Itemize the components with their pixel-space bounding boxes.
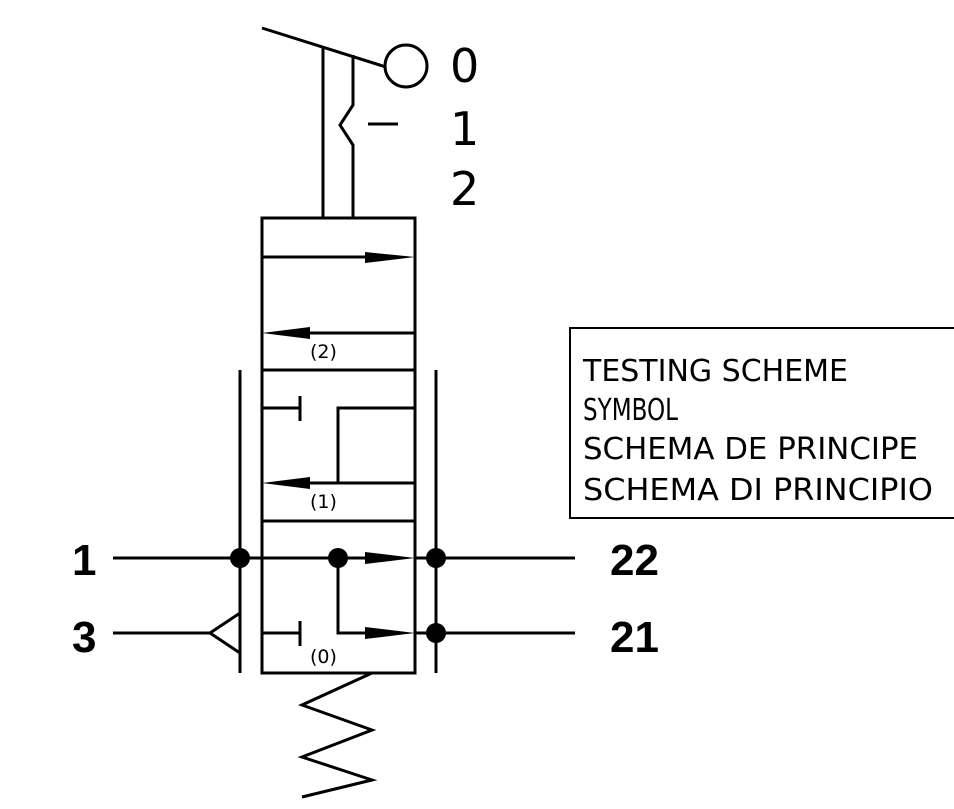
port-label-1: 1 bbox=[72, 536, 96, 585]
position-label-1: 1 bbox=[450, 102, 479, 156]
port-21-junction-dot bbox=[426, 623, 446, 643]
junction-dot bbox=[328, 548, 348, 568]
port-label-21: 21 bbox=[610, 613, 659, 662]
block-position-1 bbox=[262, 396, 415, 489]
legend-line-3: SCHEMA DE PRINCIPE bbox=[583, 432, 918, 467]
lever-knob bbox=[383, 43, 429, 89]
block-label-1: (1) bbox=[310, 491, 337, 513]
valve-body-outline bbox=[260, 216, 417, 675]
return-spring bbox=[297, 671, 378, 799]
stem-right-detent-line bbox=[338, 55, 355, 218]
flow-arrow-left bbox=[262, 477, 310, 489]
block-label-0: (0) bbox=[310, 646, 337, 668]
block-position-2 bbox=[262, 252, 415, 339]
flow-arrow-right bbox=[365, 552, 415, 564]
port-label-22: 22 bbox=[610, 536, 659, 585]
port-22-junction-dot bbox=[426, 548, 446, 568]
position-label-0: 0 bbox=[450, 39, 479, 93]
connection-line bbox=[336, 558, 370, 635]
legend-line-2: SYMBOL bbox=[583, 393, 678, 428]
block-position-0 bbox=[262, 548, 415, 646]
lever-arm bbox=[261, 26, 387, 69]
port-label-3: 3 bbox=[72, 613, 96, 662]
flow-arrow-left bbox=[262, 327, 310, 339]
port-3-exhaust-symbol bbox=[207, 611, 241, 655]
flow-arrow-right bbox=[365, 252, 415, 263]
port-1-junction-dot bbox=[230, 548, 250, 568]
lever-actuator bbox=[261, 26, 429, 218]
legend-border bbox=[569, 327, 954, 519]
legend-line-4: SCHEMA DI PRINCIPIO bbox=[583, 473, 933, 508]
valve-body bbox=[260, 216, 417, 675]
legend-box: TESTING SCHEME SYMBOL SCHEMA DE PRINCIPE… bbox=[569, 327, 954, 519]
connection-line bbox=[336, 406, 415, 483]
position-label-2: 2 bbox=[450, 162, 479, 216]
legend-line-1: TESTING SCHEME bbox=[582, 354, 848, 389]
block-label-2: (2) bbox=[310, 341, 337, 363]
flow-arrow-right bbox=[365, 627, 415, 639]
